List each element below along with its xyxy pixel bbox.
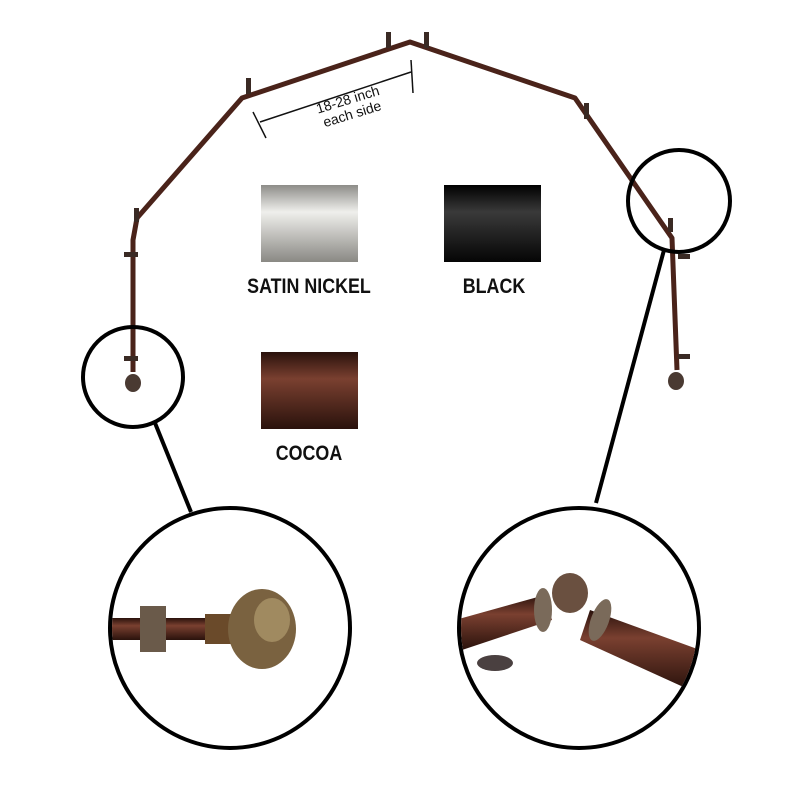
dimension-marker <box>252 59 414 139</box>
corner-connector-closeup <box>461 573 697 690</box>
finial-closeup <box>112 589 296 669</box>
finish-label-satin-nickel: SATIN NICKEL <box>247 275 371 298</box>
detail-callouts <box>81 148 732 750</box>
finish-label-black: BLACK <box>462 275 526 298</box>
swatch-black[interactable] <box>444 185 541 262</box>
rod <box>124 32 690 392</box>
finish-label-cocoa: COCOA <box>275 442 343 465</box>
finial-right <box>668 372 684 390</box>
finial-left <box>125 374 141 392</box>
swatch-satin-nickel[interactable] <box>261 185 358 262</box>
swatch-cocoa[interactable] <box>261 352 358 429</box>
